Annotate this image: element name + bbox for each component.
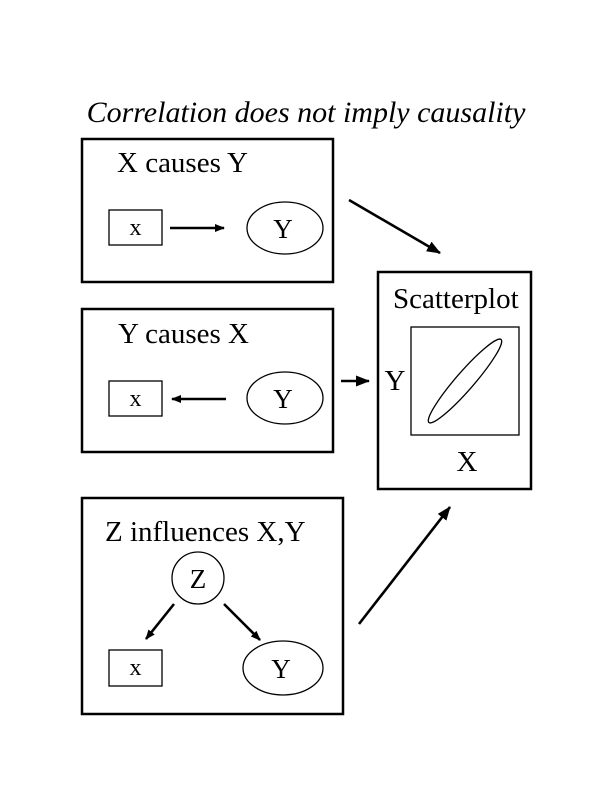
- panel-x-causes-y: X causes Y x Y: [80, 137, 335, 284]
- arrow-panel3-to-scatterplot: [357, 506, 452, 625]
- node-y-ellipse: [246, 371, 324, 425]
- scatterplot-correlation-ellipse: [427, 338, 503, 424]
- panel-y-causes-x-frame: [80, 307, 335, 454]
- scatterplot-frame: [376, 270, 533, 491]
- scatterplot-y-axis-label: Y: [385, 365, 406, 397]
- node-y-label: Y: [273, 214, 293, 244]
- panel-scatterplot: Scatterplot Y X: [376, 270, 533, 491]
- node-y-label: Y: [271, 654, 291, 684]
- node-x-label: x: [130, 215, 142, 241]
- node-y-ellipse: [242, 640, 324, 696]
- scatterplot-plot-area: [410, 326, 520, 436]
- panel-y-causes-x: Y causes X x Y: [80, 307, 335, 454]
- node-z-circle: [171, 551, 225, 605]
- node-x-label: x: [130, 386, 142, 412]
- panel-z-influences-frame: [80, 496, 345, 716]
- arrow-panel1-to-scatterplot: [348, 198, 441, 255]
- panel-x-causes-y-frame: [80, 137, 335, 284]
- node-y-label: Y: [273, 384, 293, 414]
- panel-z-influences-label: Z influences X,Y: [105, 516, 306, 548]
- panel-x-causes-y-label: X causes Y: [117, 147, 248, 179]
- diagram-title: Correlation does not imply causality: [87, 96, 527, 129]
- scatterplot-x-axis-label: X: [457, 446, 478, 478]
- scatterplot-label: Scatterplot: [393, 283, 519, 315]
- arrow-z-to-y: [223, 603, 261, 641]
- panel-z-influences: Z influences X,Y Z x Y: [80, 496, 345, 716]
- arrow-z-to-x: [144, 603, 176, 640]
- node-x-box: [108, 380, 163, 417]
- node-x-box: [108, 649, 163, 687]
- node-z-label: Z: [190, 564, 207, 594]
- node-x-label: x: [130, 655, 142, 681]
- panel-y-causes-x-label: Y causes X: [118, 318, 249, 350]
- node-y-ellipse: [246, 201, 324, 255]
- node-x-box: [108, 209, 163, 246]
